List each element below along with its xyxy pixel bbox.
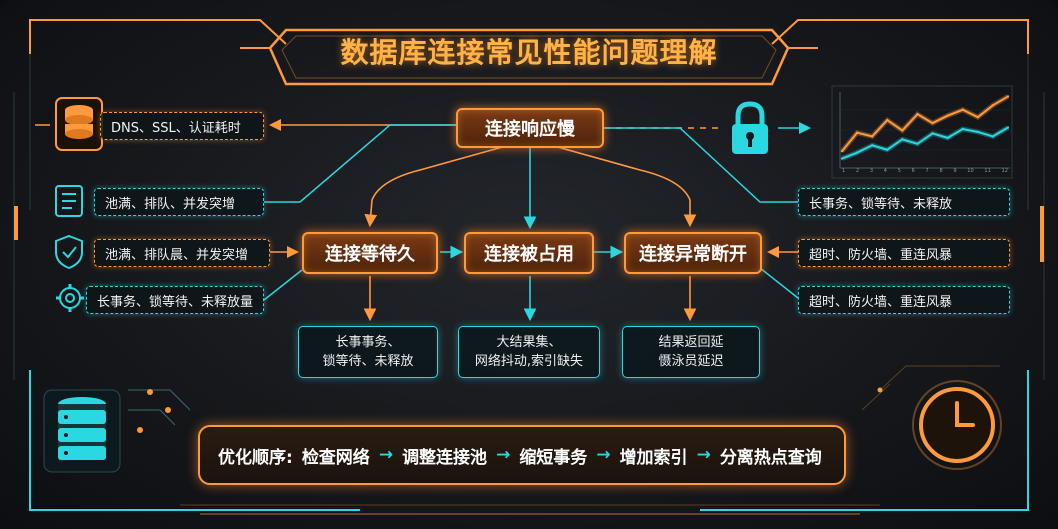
chart-point xyxy=(870,135,874,138)
left-pill-pool-full: 池满、排队、并发突增 xyxy=(94,188,264,216)
chart-tick-label: 10 xyxy=(967,168,974,174)
node-long-wait: 连接等待久 xyxy=(302,232,438,274)
chart-point xyxy=(840,157,844,160)
cause-box-wait-line1: 长事事务、 xyxy=(335,335,401,350)
chart-tick-label: 4 xyxy=(883,168,887,174)
chart-point xyxy=(901,138,904,141)
chart-point xyxy=(961,127,964,131)
chart-series-glow-1 xyxy=(841,125,1010,161)
optimization-step: 分离热点查询 xyxy=(719,447,822,468)
chart-point xyxy=(976,130,980,134)
node-slow-response: 连接响应慢 xyxy=(456,108,604,148)
node-abnormal-disconnect: 连接异常断开 xyxy=(624,232,762,274)
gear-icon xyxy=(56,284,84,312)
down-connectors xyxy=(363,276,697,322)
right-pill-timeout-1: 超时、防火墙、重连风暴 xyxy=(798,239,1010,267)
right-pill-timeout-2: 超时、防火墙、重连风暴 xyxy=(798,286,1010,314)
chart-tick-label: 1 xyxy=(842,168,846,174)
chart-tick-label: 5 xyxy=(897,168,901,174)
chart-point xyxy=(991,104,995,107)
left-connectors xyxy=(35,119,456,301)
cause-box-occupied: 大结果集、 网络抖动,索引缺失 xyxy=(458,326,600,378)
chart-point xyxy=(931,121,934,125)
chart-tick-label: 3 xyxy=(869,168,874,174)
left-pill-pool-queue: 池满、排队晨、并发突增 xyxy=(94,239,270,267)
arrow-right-icon: → xyxy=(496,445,511,465)
chart-tick-label: 7 xyxy=(925,168,929,174)
arrow-right-icon: → xyxy=(378,445,394,465)
circuit-traces-right xyxy=(861,365,1000,411)
cause-box-occupied-line1: 大结果集、 xyxy=(496,335,562,350)
chart-point xyxy=(1006,95,1010,98)
cause-box-disconnect-line2: 慑泳员延迟 xyxy=(658,354,724,369)
optimization-step: 检查网络 xyxy=(301,447,370,468)
chart-point xyxy=(840,150,844,153)
circuit-traces-left xyxy=(128,389,191,433)
chart-point xyxy=(976,115,980,119)
optimization-step: 增加索引 xyxy=(619,447,688,468)
chart-point xyxy=(855,151,859,154)
chart-point xyxy=(946,136,949,140)
chart-series-glow-0 xyxy=(840,94,1010,153)
left-pill-long-tx: 长事务、锁等待、未释放量 xyxy=(86,286,264,314)
title-plate-frame xyxy=(240,28,818,86)
chart-tick-label: 9 xyxy=(953,168,957,174)
server-stack-icon xyxy=(43,389,121,473)
optimization-step: 缩短事务 xyxy=(519,447,588,468)
chart-point xyxy=(886,118,889,122)
arrow-right-icon: → xyxy=(596,445,611,465)
arrow-right-icon: → xyxy=(696,445,711,465)
node-occupied: 连接被占用 xyxy=(464,232,594,274)
chart-point xyxy=(916,142,919,145)
cause-box-disconnect: 结果返回延 慑泳员延迟 xyxy=(622,326,760,378)
optimization-order-bar: 优化顺序: 检查网络 → 调整连接池 → 缩短事务 → 增加索引 → 分离热点查… xyxy=(198,425,846,485)
shield-check-icon xyxy=(55,234,83,270)
chart-point xyxy=(1006,126,1010,129)
chart-tick-label: 11 xyxy=(984,168,991,174)
cause-box-wait-line2: 锁等待、未释放 xyxy=(322,354,414,369)
optimization-label: 优化顺序: xyxy=(218,447,293,468)
list-icon xyxy=(55,185,83,217)
chart-frame xyxy=(831,85,1013,179)
right-connectors xyxy=(604,122,811,299)
chart-lines xyxy=(840,94,1010,161)
cause-box-occupied-line2: 网络抖动,索引缺失 xyxy=(474,354,584,369)
top-to-row-connectors xyxy=(364,145,697,230)
chart-point xyxy=(916,113,919,116)
cause-box-wait: 长事事务、 锁等待、未释放 xyxy=(298,326,438,378)
clock-icon xyxy=(912,380,1002,470)
chart-point xyxy=(946,114,949,117)
left-pill-handshake: DNS、SSL、认证耗时 xyxy=(100,112,264,140)
title-plate: 数据库连接常见性能问题理解 xyxy=(286,22,772,80)
chart-point xyxy=(901,129,904,132)
lock-icon xyxy=(732,101,768,154)
chart-tick-label: 12 xyxy=(1001,168,1008,174)
chart-series-line-1 xyxy=(841,126,1009,160)
chart-tick-label: 8 xyxy=(939,168,943,174)
chart-point xyxy=(886,148,889,151)
chart-point xyxy=(870,144,874,147)
right-pill-long-tx: 长事务、锁等待、未释放 xyxy=(798,188,1010,216)
chart-point xyxy=(855,131,859,134)
outer-frame xyxy=(13,19,1045,515)
database-icon xyxy=(55,97,103,151)
page-title: 数据库连接常见性能问题理解 xyxy=(340,36,718,69)
chart-tick-label: 6 xyxy=(911,168,915,174)
chart-tick-label: 2 xyxy=(855,168,860,174)
chart-point xyxy=(931,132,934,135)
chart-point xyxy=(991,135,995,138)
optimization-step: 调整连接池 xyxy=(402,447,488,468)
chart-point xyxy=(961,108,964,111)
chart-series-line-0 xyxy=(841,95,1009,152)
cause-box-disconnect-line1: 结果返回延 xyxy=(658,335,724,350)
